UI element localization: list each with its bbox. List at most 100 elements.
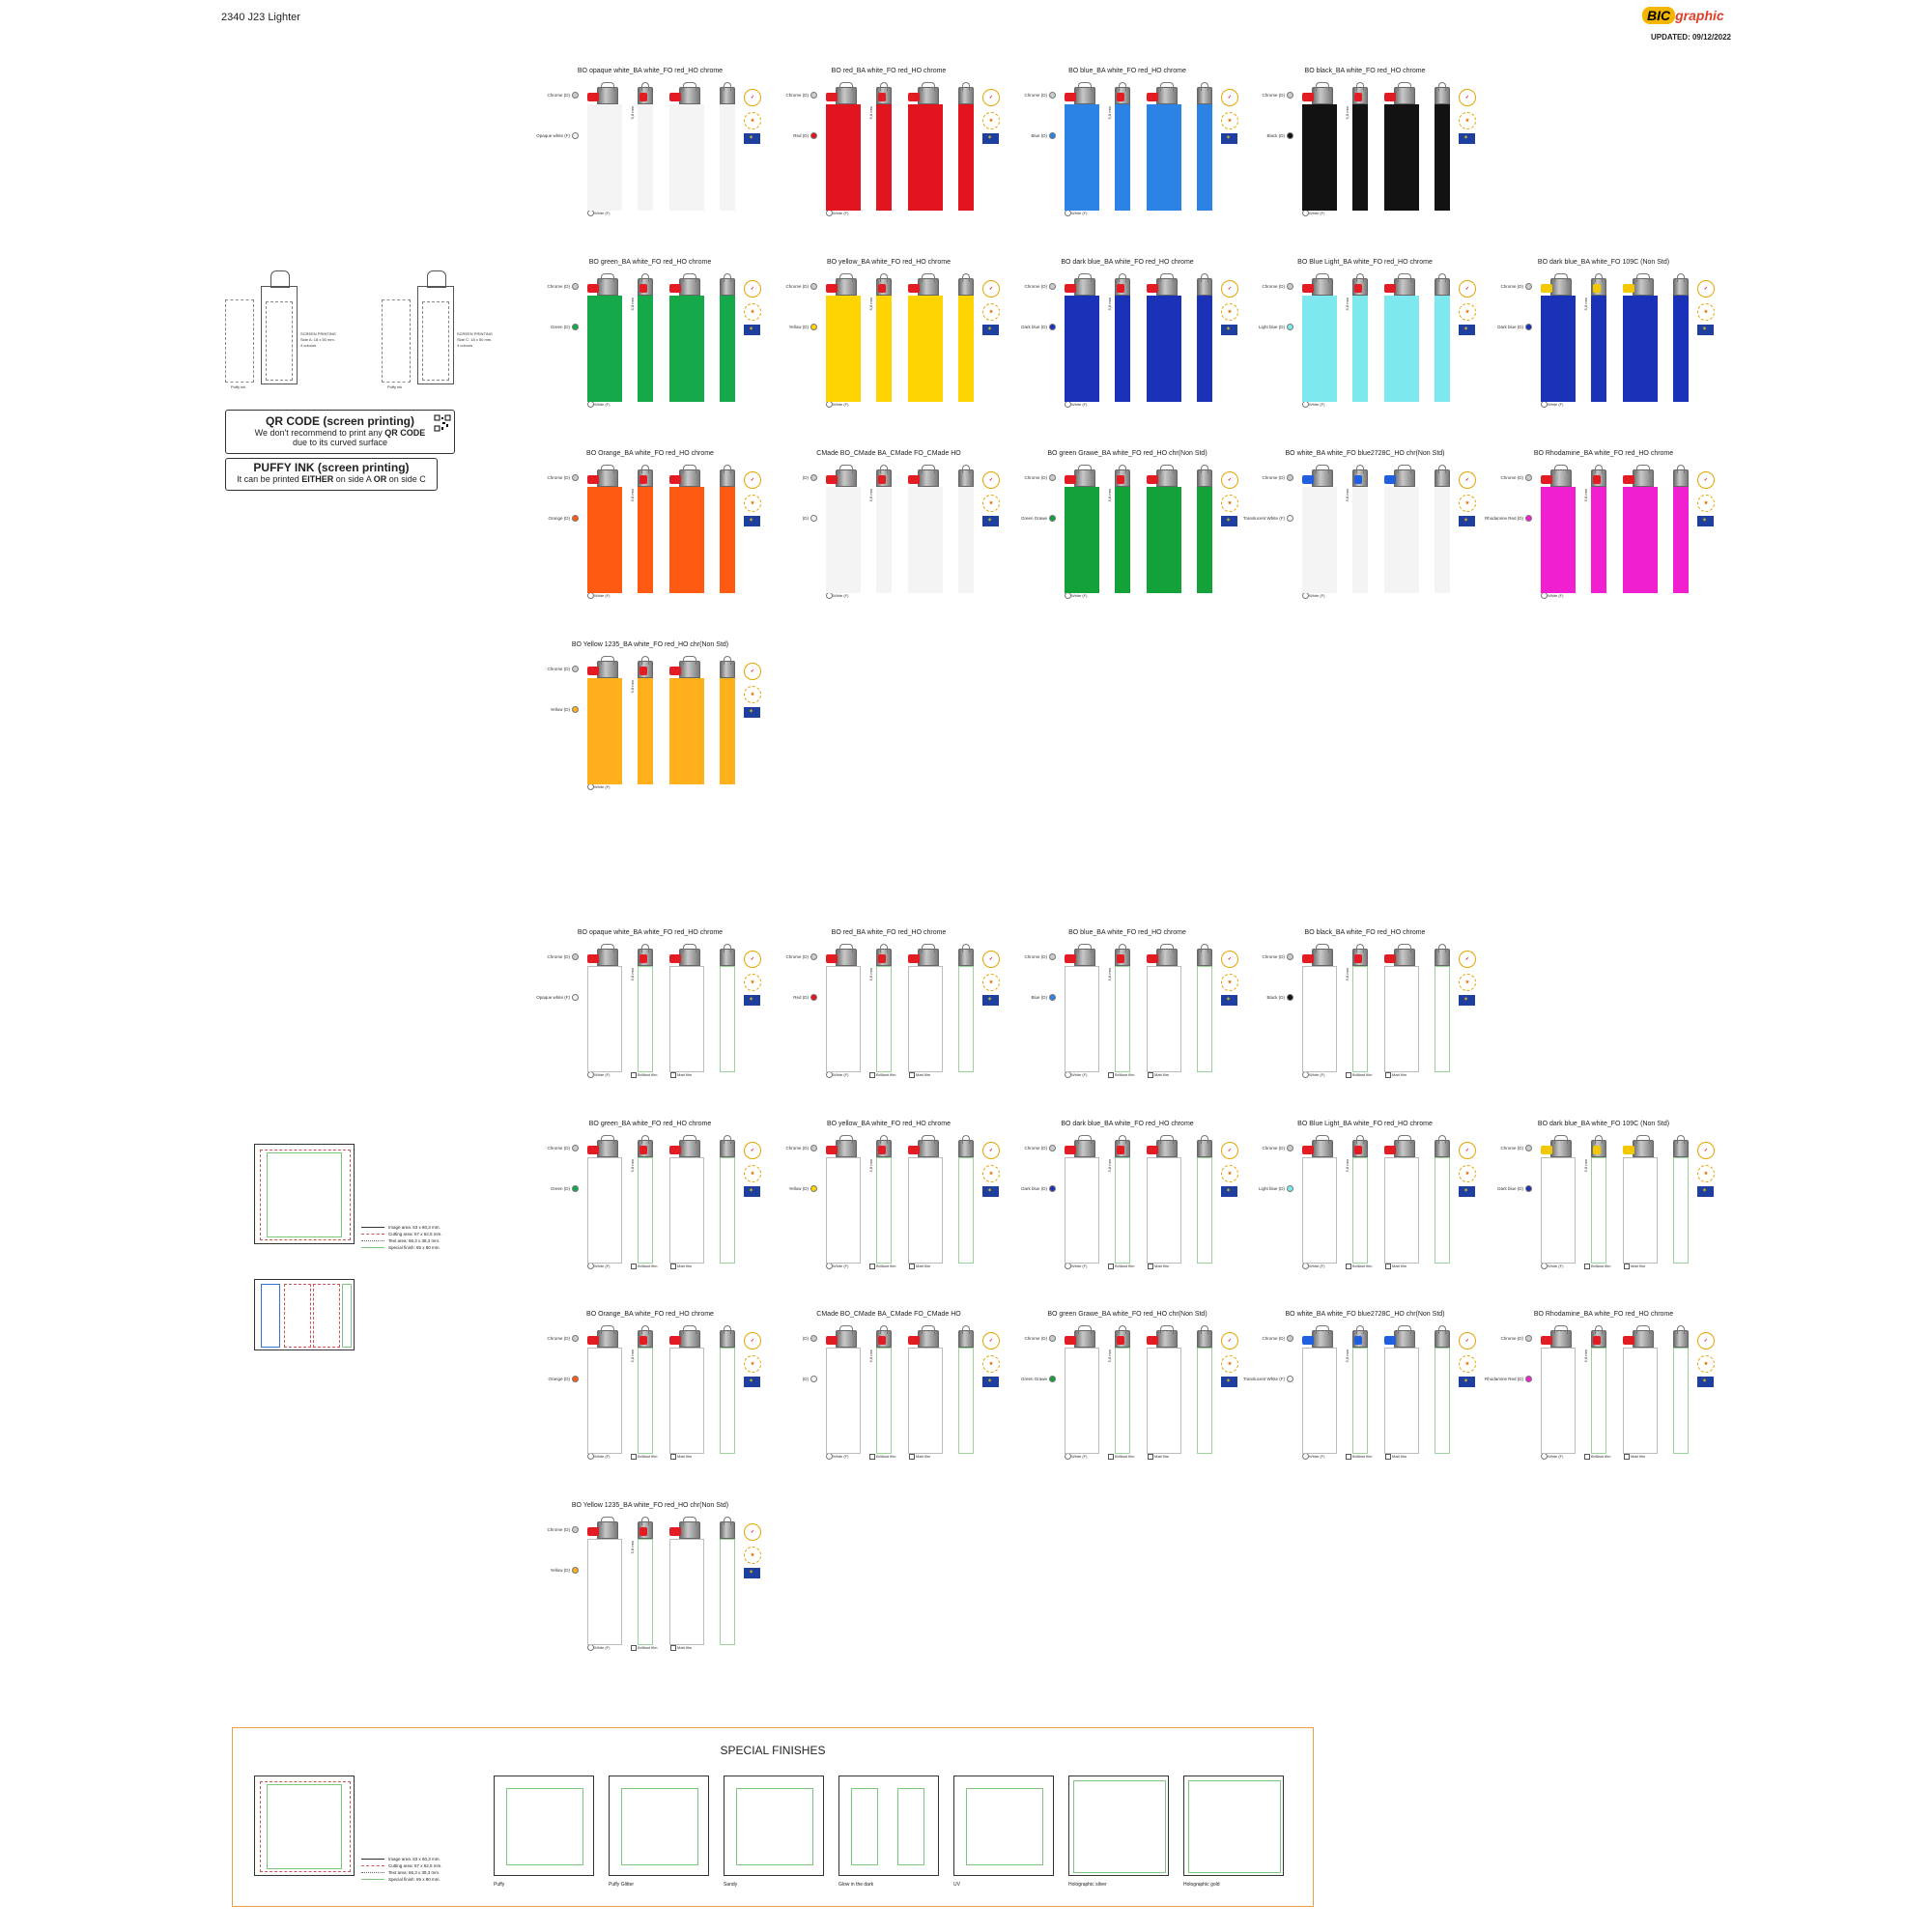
white-label: White (F) (594, 211, 611, 215)
chrome-hood (1393, 1325, 1416, 1348)
lighter-body (876, 104, 892, 211)
fork-thumb (907, 93, 920, 101)
brilliant-film-checkbox[interactable] (1346, 1264, 1351, 1269)
brilliant-film-checkbox[interactable] (869, 1072, 875, 1078)
chrome-hood (596, 944, 619, 966)
top-color-label: (D) (802, 475, 809, 480)
eu-flag-icon (744, 516, 760, 526)
lighter-view (720, 1516, 735, 1646)
body-color-label: Rhodamine Red (D) (1484, 516, 1523, 521)
body-color-label: Yellow (D) (550, 707, 570, 712)
brilliant-film-checkbox[interactable] (869, 1264, 875, 1269)
lighter-body (1302, 487, 1337, 593)
matt-film-checkbox[interactable] (1148, 1454, 1153, 1460)
matt-film-checkbox[interactable] (1624, 1454, 1630, 1460)
lighter-view: 5,8 mm (630, 1134, 653, 1264)
lighter-view (907, 272, 943, 403)
matt-film-checkbox[interactable] (670, 1264, 676, 1269)
side-marking: 5,8 mm (1107, 1159, 1112, 1173)
chrome-hood (1549, 465, 1573, 487)
safety-badge-icon: ✓ (1697, 280, 1715, 298)
matt-film-checkbox[interactable] (670, 1645, 676, 1651)
matt-film-checkbox[interactable] (1148, 1264, 1153, 1269)
body-color-label: Red (D) (793, 995, 809, 1000)
special-finish-label: Holographic gold (1183, 1882, 1220, 1888)
eu-flag-icon (1697, 516, 1714, 526)
lighter-body (1115, 966, 1130, 1072)
white-label: White (F) (594, 1264, 611, 1268)
brilliant-film-checkbox[interactable] (631, 1645, 637, 1651)
qr-code-notice: QR CODE (screen printing) We don't recom… (225, 410, 455, 454)
lighter-card: BO dark blue_BA white_FO 109C (Non Std)C… (1488, 259, 1719, 428)
matt-film-checkbox[interactable] (670, 1072, 676, 1078)
puffy-either: EITHER (301, 474, 334, 484)
brilliant-film-label: Brilliant film (638, 1645, 658, 1650)
legend-value: 57 x 62,5 mm. (414, 1232, 442, 1236)
chrome-hood (720, 273, 735, 296)
standard-badge-icon: ★ (1221, 1355, 1238, 1373)
chrome-hood (1197, 1135, 1212, 1157)
chrome-hood (678, 656, 701, 678)
lighter-view (825, 81, 861, 212)
matt-film-checkbox[interactable] (1148, 1072, 1153, 1078)
brilliant-film-checkbox[interactable] (1346, 1454, 1351, 1460)
lighter-body (1352, 966, 1368, 1072)
brilliant-film-label: Brilliant film (1115, 1072, 1135, 1077)
legend-value: 65 x 80 mm. (416, 1245, 440, 1250)
brilliant-film-checkbox[interactable] (1584, 1454, 1590, 1460)
matt-film-checkbox[interactable] (1385, 1072, 1391, 1078)
fork-thumb (586, 475, 599, 484)
brilliant-film-checkbox[interactable] (1108, 1454, 1114, 1460)
eu-flag-icon (1459, 516, 1475, 526)
brilliant-film-checkbox[interactable] (1108, 1072, 1114, 1078)
fork-thumb (825, 1146, 838, 1154)
legend-label: Cutting area: (388, 1232, 413, 1236)
eu-flag-icon (982, 325, 999, 335)
brilliant-film-checkbox[interactable] (631, 1264, 637, 1269)
safety-badge-icon: ✓ (1221, 280, 1238, 298)
brilliant-film-checkbox[interactable] (1584, 1264, 1590, 1269)
lighter-view (720, 1324, 735, 1455)
lighter-body (587, 1539, 622, 1645)
matt-film-checkbox[interactable] (909, 1454, 915, 1460)
brilliant-film-checkbox[interactable] (1346, 1072, 1351, 1078)
eu-flag-icon (1459, 1186, 1475, 1197)
standard-badge-icon: ★ (1697, 1355, 1715, 1373)
body-color-swatch (1287, 515, 1293, 522)
standard-badge-icon: ★ (744, 1165, 761, 1182)
brilliant-film-label: Brilliant film (876, 1072, 896, 1077)
brilliant-film-checkbox[interactable] (631, 1454, 637, 1460)
fork-thumb (639, 1336, 647, 1345)
matt-film-checkbox[interactable] (1624, 1264, 1630, 1269)
matt-film-checkbox[interactable] (1385, 1264, 1391, 1269)
updated-date: UPDATED: 09/12/2022 (1651, 33, 1731, 42)
fork-thumb (1354, 93, 1362, 101)
brilliant-film-checkbox[interactable] (1108, 1264, 1114, 1269)
matt-film-checkbox[interactable] (670, 1454, 676, 1460)
special-finish-label: Puffy (494, 1882, 505, 1888)
lighter-body (720, 296, 735, 402)
legend-value: 57 x 62,5 mm. (414, 1863, 442, 1868)
matt-film-checkbox[interactable] (909, 1072, 915, 1078)
lighter-body (908, 104, 943, 211)
brilliant-film-checkbox[interactable] (869, 1454, 875, 1460)
lighter-body (1147, 487, 1181, 593)
fork-thumb (1301, 93, 1314, 101)
lighter-body (1623, 487, 1658, 593)
chrome-hood (835, 1135, 858, 1157)
lighter-body (638, 1348, 653, 1454)
qr-code-line-1: We don't recommend to print any QR CODE (226, 428, 454, 438)
chrome-hood (678, 944, 701, 966)
matt-film-checkbox[interactable] (909, 1264, 915, 1269)
top-color-label: Chrome (D) (547, 1146, 570, 1151)
lighter-view: 5,8 mm (1345, 1134, 1368, 1264)
matt-film-checkbox[interactable] (1385, 1454, 1391, 1460)
lighter-body (958, 1157, 974, 1264)
chrome-hood (596, 1325, 619, 1348)
top-color-label: Chrome (D) (1024, 93, 1047, 98)
standard-badge-icon: ★ (1697, 303, 1715, 321)
lighter-view: 5,8 mm (868, 1324, 892, 1455)
brilliant-film-checkbox[interactable] (631, 1072, 637, 1078)
fork-thumb (668, 475, 681, 484)
